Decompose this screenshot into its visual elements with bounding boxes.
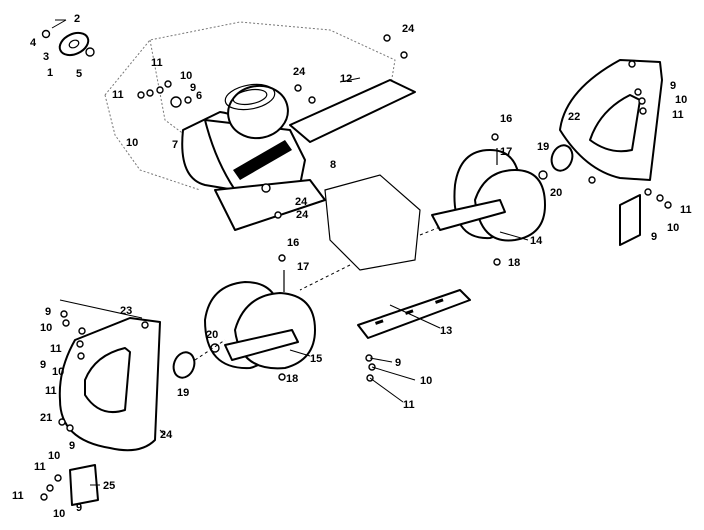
auger-right bbox=[431, 133, 546, 266]
callout-25: 25 bbox=[103, 480, 115, 492]
callout-7: 7 bbox=[172, 139, 178, 151]
leader-lines bbox=[55, 19, 529, 486]
callout-18: 18 bbox=[286, 373, 298, 385]
callout-9: 9 bbox=[651, 231, 657, 243]
callout-24: 24 bbox=[160, 429, 173, 441]
callout-11: 11 bbox=[112, 89, 124, 101]
callout-11: 11 bbox=[403, 399, 415, 411]
callout-8: 8 bbox=[330, 159, 336, 171]
callout-9: 9 bbox=[69, 440, 75, 452]
pulley-assembly bbox=[41, 19, 95, 57]
callout-11: 11 bbox=[34, 461, 46, 473]
callout-11: 11 bbox=[680, 204, 692, 216]
ghost-housing-outline bbox=[104, 21, 396, 191]
callout-19: 19 bbox=[177, 387, 189, 399]
auger-left bbox=[204, 254, 316, 381]
callout-22: 22 bbox=[568, 111, 580, 123]
support-rail bbox=[289, 34, 416, 143]
callout-15: 15 bbox=[310, 353, 322, 365]
callout-20: 20 bbox=[550, 187, 562, 199]
callout-14: 14 bbox=[530, 235, 543, 247]
callout-10: 10 bbox=[53, 508, 65, 520]
callout-16: 16 bbox=[500, 113, 512, 125]
callout-24: 24 bbox=[296, 209, 309, 221]
callout-11: 11 bbox=[12, 490, 24, 502]
callout-17: 17 bbox=[297, 261, 309, 273]
callout-21: 21 bbox=[40, 412, 52, 424]
callout-12: 12 bbox=[340, 73, 352, 85]
callout-13: 13 bbox=[440, 325, 452, 337]
callout-10: 10 bbox=[48, 450, 60, 462]
callout-6: 6 bbox=[196, 90, 202, 102]
callout-10: 10 bbox=[667, 222, 679, 234]
callout-11: 11 bbox=[672, 109, 684, 121]
callout-9: 9 bbox=[40, 359, 46, 371]
callout-9: 9 bbox=[76, 502, 82, 514]
callout-labels: 1 2 3 4 5 6 7 8 11 10 9 11 10 12 13 14 1… bbox=[12, 13, 692, 520]
left-side-plate bbox=[58, 310, 161, 452]
skid bbox=[40, 464, 99, 506]
left-bearing-hardware bbox=[137, 80, 192, 108]
callout-23: 23 bbox=[120, 305, 132, 317]
callout-10: 10 bbox=[675, 94, 687, 106]
callout-11: 11 bbox=[151, 57, 163, 69]
right-side-plate bbox=[559, 59, 672, 246]
callout-9: 9 bbox=[395, 357, 401, 369]
callout-16: 16 bbox=[287, 237, 299, 249]
callout-2: 2 bbox=[74, 13, 80, 25]
callout-11: 11 bbox=[45, 385, 57, 397]
callout-3: 3 bbox=[43, 51, 49, 63]
callout-10: 10 bbox=[40, 322, 52, 334]
center-shaft bbox=[299, 174, 471, 291]
callout-10: 10 bbox=[52, 366, 64, 378]
callout-19: 19 bbox=[537, 141, 549, 153]
callout-9: 9 bbox=[670, 80, 676, 92]
callout-24: 24 bbox=[295, 196, 308, 208]
callout-10: 10 bbox=[420, 375, 432, 387]
scraper-bar bbox=[357, 289, 471, 382]
gearbox-housing bbox=[181, 83, 326, 231]
callout-9: 9 bbox=[190, 82, 196, 94]
callout-5: 5 bbox=[76, 68, 82, 80]
callout-11: 11 bbox=[50, 343, 62, 355]
left-bearing bbox=[172, 339, 226, 379]
callout-10: 10 bbox=[180, 70, 192, 82]
callout-24: 24 bbox=[402, 23, 415, 35]
callout-9: 9 bbox=[45, 306, 51, 318]
callout-24: 24 bbox=[293, 66, 306, 78]
callout-4: 4 bbox=[30, 37, 37, 49]
callout-1: 1 bbox=[47, 67, 53, 79]
callout-10: 10 bbox=[126, 137, 138, 149]
callout-18: 18 bbox=[508, 257, 520, 269]
callout-17: 17 bbox=[500, 146, 512, 158]
right-bearing bbox=[538, 144, 596, 184]
callout-20: 20 bbox=[206, 329, 218, 341]
